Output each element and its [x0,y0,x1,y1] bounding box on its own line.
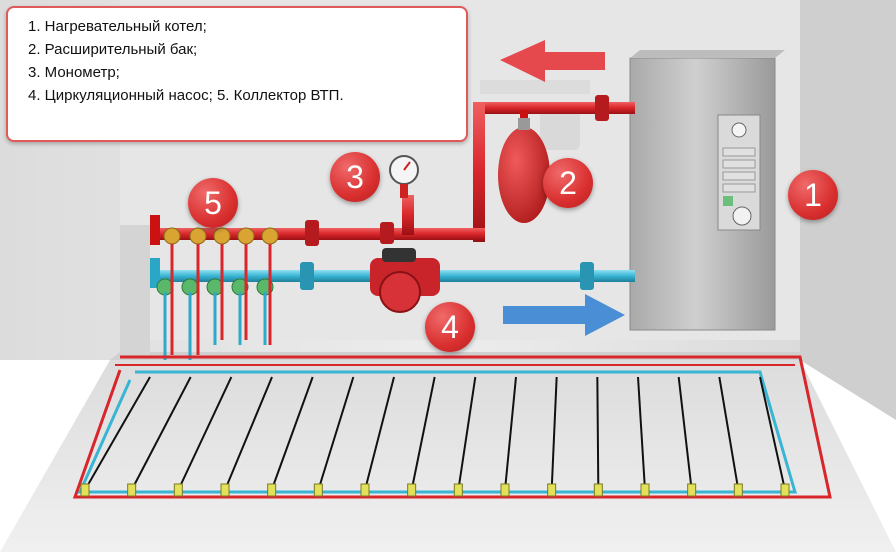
loop-fitting [593,483,603,497]
expansion-tank [498,118,550,223]
return-arrow-icon [503,294,625,336]
floor [0,360,896,552]
loop-segment [410,376,436,491]
loop-segment [130,376,192,491]
loop-segment [596,376,600,491]
floor-loop [72,355,832,499]
loop-segment [677,376,693,491]
loop-fitting [640,483,650,497]
supply-pipe [150,95,635,246]
loop-fitting [360,483,370,497]
loop-fitting [80,483,90,497]
loop-fitting [453,483,463,497]
legend-item-pump-collector: 4. Циркуляционный насос; 5. Коллектор ВТ… [28,87,344,104]
loop-segment [457,376,477,491]
loop-segment [177,376,233,491]
loop-fitting [173,483,183,497]
loop-fitting [547,483,557,497]
legend-item-gauge: 3. Монометр; [28,64,120,81]
loop-fitting [687,483,697,497]
collector-manifold [150,215,279,360]
loop-segment [84,376,151,491]
loop-segment [364,376,395,491]
loop-fitting [267,483,277,497]
loop-fitting [780,483,790,497]
legend-box: 1. Нагревательный котел; 2. Расширительн… [6,6,468,142]
loop-segment [550,376,558,491]
loop-fitting [407,483,417,497]
circulation-pump [370,248,440,313]
loop-segment [637,376,646,491]
loop-segment [759,376,786,491]
loop-fitting [220,483,230,497]
loop-fitting [127,483,137,497]
loop-segment [224,376,273,491]
loop-fitting [733,483,743,497]
loop-fitting [500,483,510,497]
legend-item-tank: 2. Расширительный бак; [28,41,198,58]
badge-pump: 4 [425,302,475,352]
badge-boiler: 1 [788,170,838,220]
loop-fitting [313,483,323,497]
legend-item-boiler: 1. Нагревательный котел; [28,18,207,35]
loop-segment [317,376,355,491]
loop-segment [718,376,740,491]
boiler [629,50,785,331]
loop-segment [270,376,314,491]
badge-tank: 2 [543,158,593,208]
badge-collector: 5 [188,178,238,228]
pressure-gauge-icon [389,155,419,198]
badge-gauge: 3 [330,152,380,202]
supply-arrow-icon [500,40,605,82]
right-wall [800,0,896,420]
loop-segment [504,376,517,491]
